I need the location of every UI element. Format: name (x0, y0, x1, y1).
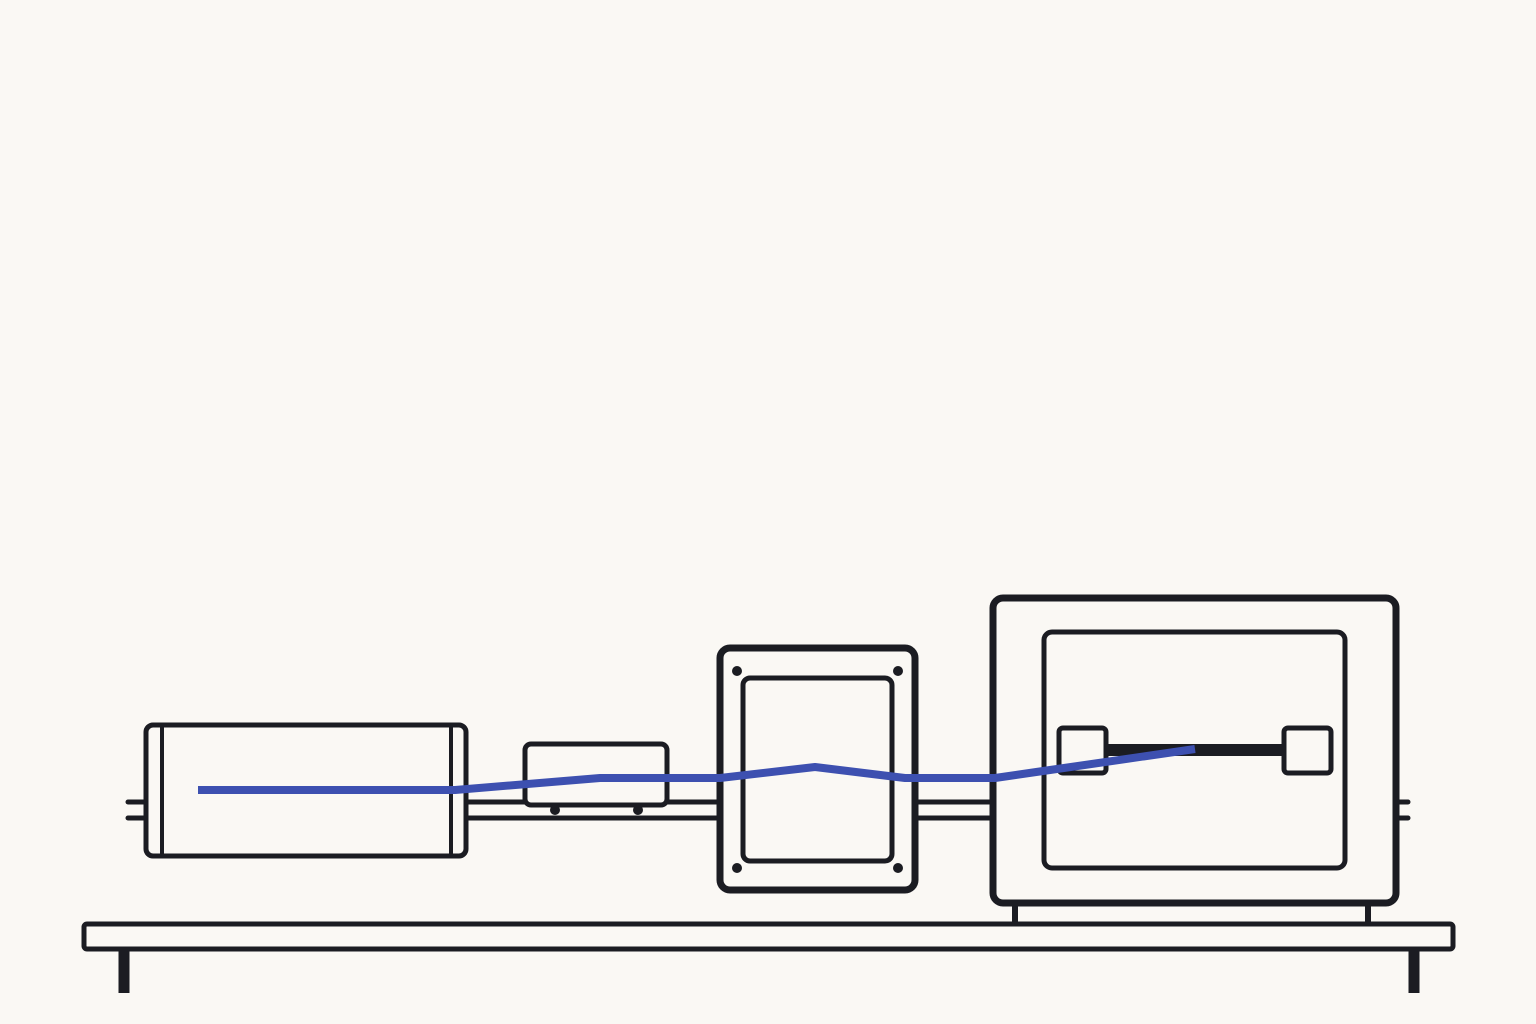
optical-table (81, 921, 1456, 993)
frame-screw-br (893, 863, 903, 873)
sample-chamber (989, 594, 1400, 927)
frame-screw-bl (732, 863, 742, 873)
mount-foot-left (550, 805, 560, 815)
frame-screw-tr (893, 666, 903, 676)
mount-foot-right (633, 805, 643, 815)
sample-clamp-right (1281, 725, 1334, 776)
laser-beam (198, 745, 1196, 794)
frame-screw-tl (732, 666, 742, 676)
